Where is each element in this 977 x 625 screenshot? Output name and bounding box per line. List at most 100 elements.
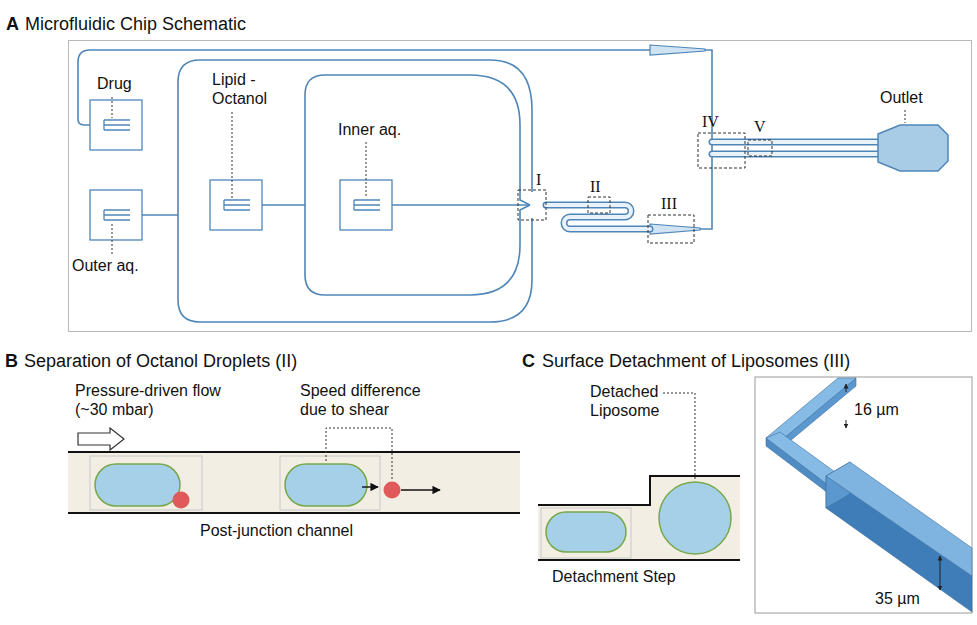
highlight-box <box>541 508 631 558</box>
annotation: Detached Liposome <box>590 382 672 420</box>
panel-letter: C <box>522 351 535 373</box>
octanol-droplet <box>95 464 401 509</box>
dimension-arrow <box>940 556 941 590</box>
channel-ground <box>538 476 740 560</box>
detail-box <box>518 190 546 220</box>
callout-number: I <box>536 170 541 189</box>
annotation: Detachment Step <box>552 567 676 586</box>
panel-letter: A <box>6 14 19 36</box>
channel-ground <box>68 452 520 513</box>
detail-box <box>648 215 694 243</box>
highlight-box <box>280 456 380 510</box>
callout-number: V <box>754 117 766 136</box>
render-frame <box>755 377 972 613</box>
annotation: Pressure-driven flow (~30 mbar) <box>75 381 225 419</box>
motion-arrow <box>362 486 378 487</box>
octanol-droplet <box>173 492 190 509</box>
inlet-port <box>90 190 142 240</box>
octanol-droplet <box>384 482 401 499</box>
chip-channels <box>78 50 712 322</box>
highlight-box <box>90 456 380 510</box>
dimension-label: 35 µm <box>875 589 920 608</box>
leader-line <box>326 428 392 479</box>
inlet-port <box>354 200 380 210</box>
leader-line <box>112 97 113 118</box>
outlet-label: Outlet <box>880 88 923 107</box>
octanol-droplet <box>95 464 180 506</box>
detail-box <box>518 133 772 243</box>
outlet-chamber <box>878 125 948 171</box>
detail-box <box>588 197 610 213</box>
chip-channels <box>178 215 532 322</box>
panel-title: Surface Detachment of Liposomes (III) <box>542 351 850 373</box>
flow-arrow <box>78 428 124 450</box>
channel-ground <box>538 476 740 560</box>
post-junction-channel <box>546 142 878 229</box>
liposome <box>546 512 626 552</box>
channel-render <box>784 378 856 446</box>
channel-render <box>826 462 972 576</box>
outlet-chamber <box>878 125 948 171</box>
post-junction-channel <box>546 205 650 229</box>
dimension-arrow <box>846 384 847 392</box>
callout-number: III <box>661 194 677 213</box>
post-junction-channel <box>546 205 650 229</box>
leader-line <box>232 112 233 198</box>
dimension-label: 16 µm <box>854 400 899 419</box>
callout-number: II <box>590 177 601 196</box>
annotation: Speed difference due to shear <box>300 381 445 419</box>
motion-arrow <box>362 487 440 490</box>
chip-taper <box>650 45 705 55</box>
chip-channels <box>305 205 530 295</box>
chip-taper <box>650 224 700 234</box>
post-junction-channel <box>712 142 878 154</box>
highlight-box <box>541 508 631 558</box>
inlet-label: Outer aq. <box>72 256 139 275</box>
leader-line <box>366 142 367 198</box>
detail-box <box>748 140 772 156</box>
liposome <box>659 482 731 554</box>
inlet-port <box>104 120 130 130</box>
leader-line <box>326 428 392 479</box>
channel-ground <box>68 452 520 513</box>
leader-line <box>663 393 695 479</box>
leader-line <box>112 223 113 254</box>
panel-frame: AMicrofluidic Chip Schematic <box>68 40 972 332</box>
leader-line <box>112 97 905 254</box>
callout-number: IV <box>702 112 719 131</box>
panel-title: Microfluidic Chip Schematic <box>25 14 246 36</box>
chip-taper <box>650 45 705 234</box>
inlet-label: Inner aq. <box>338 120 401 139</box>
octanol-droplet <box>285 464 367 506</box>
panel-letter: B <box>5 351 18 373</box>
liposome <box>546 482 731 554</box>
inlet-label: Lipid - Octanol <box>212 70 276 108</box>
post-junction-channel <box>712 142 878 154</box>
inlet-label: Drug <box>97 74 132 93</box>
highlight-box <box>90 456 202 510</box>
chip-channels <box>78 50 652 125</box>
chip-channels <box>262 75 530 205</box>
dimension-arrow <box>846 384 940 590</box>
detail-box <box>698 133 745 168</box>
channel-render <box>766 378 972 612</box>
channel-render <box>766 378 856 438</box>
annotation: Post-junction channel <box>200 521 353 540</box>
flow-arrow <box>78 428 124 450</box>
render-frame <box>755 377 972 613</box>
inlet-port <box>224 200 250 210</box>
leader-line <box>663 393 695 479</box>
inlet-port <box>104 210 130 220</box>
chip-channels <box>142 60 532 215</box>
channel-ground <box>68 452 520 513</box>
inlet-port <box>90 100 142 150</box>
inlet-port <box>210 180 262 230</box>
panel-title: Separation of Octanol Droplets (II) <box>24 351 297 373</box>
dimension-arrow <box>846 420 847 428</box>
chip-channels <box>392 204 530 206</box>
leader-line <box>905 110 906 123</box>
motion-arrow <box>401 489 440 490</box>
channel-ground <box>538 476 740 560</box>
